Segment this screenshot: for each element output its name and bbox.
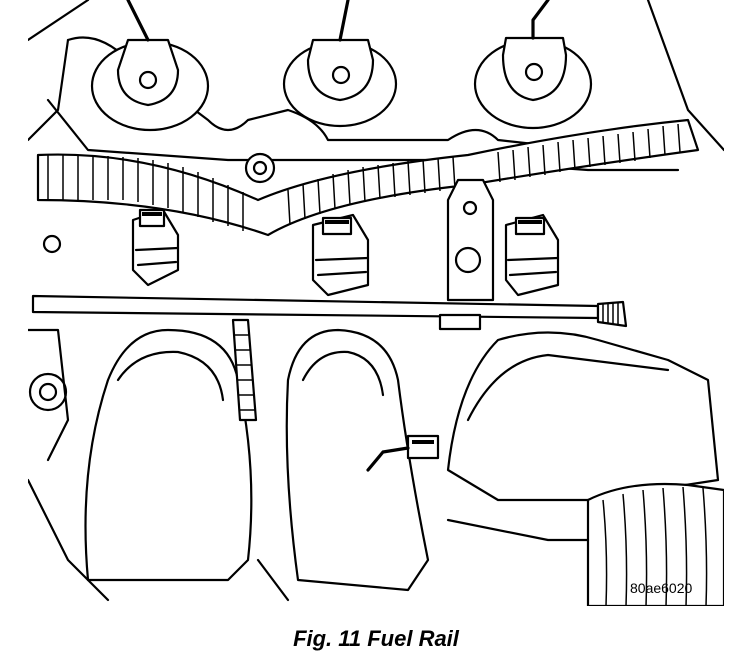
intake-runner-2 bbox=[285, 328, 430, 592]
fuel-injector-1 bbox=[131, 208, 180, 287]
engine-block-lower bbox=[28, 478, 590, 602]
engine-outline-left bbox=[28, 0, 90, 142]
engine-outline-right bbox=[646, 0, 724, 152]
spark-plug-boot-2 bbox=[282, 0, 398, 128]
intake-runner-3 bbox=[446, 331, 720, 502]
intake-runner-1 bbox=[84, 328, 253, 582]
fuel-rail-illustration bbox=[28, 0, 724, 606]
figure-reference-code: 80ae6020 bbox=[630, 580, 693, 596]
harness-bracket bbox=[446, 178, 495, 302]
spark-plug-boot-3 bbox=[473, 0, 593, 130]
figure-caption: Fig. 11 Fuel Rail bbox=[293, 626, 459, 651]
harness-bolt bbox=[244, 152, 276, 184]
sensor-harness bbox=[231, 318, 258, 422]
manifold-flange bbox=[28, 234, 70, 462]
air-duct-bellows bbox=[586, 482, 724, 606]
fuel-injector-2 bbox=[311, 213, 370, 297]
lower-connector bbox=[366, 434, 440, 472]
fuel-injector-3 bbox=[504, 213, 560, 297]
fuel-rail-tube bbox=[31, 294, 628, 331]
spark-plug-boot-1 bbox=[90, 0, 210, 132]
wiring-harness bbox=[36, 118, 700, 237]
